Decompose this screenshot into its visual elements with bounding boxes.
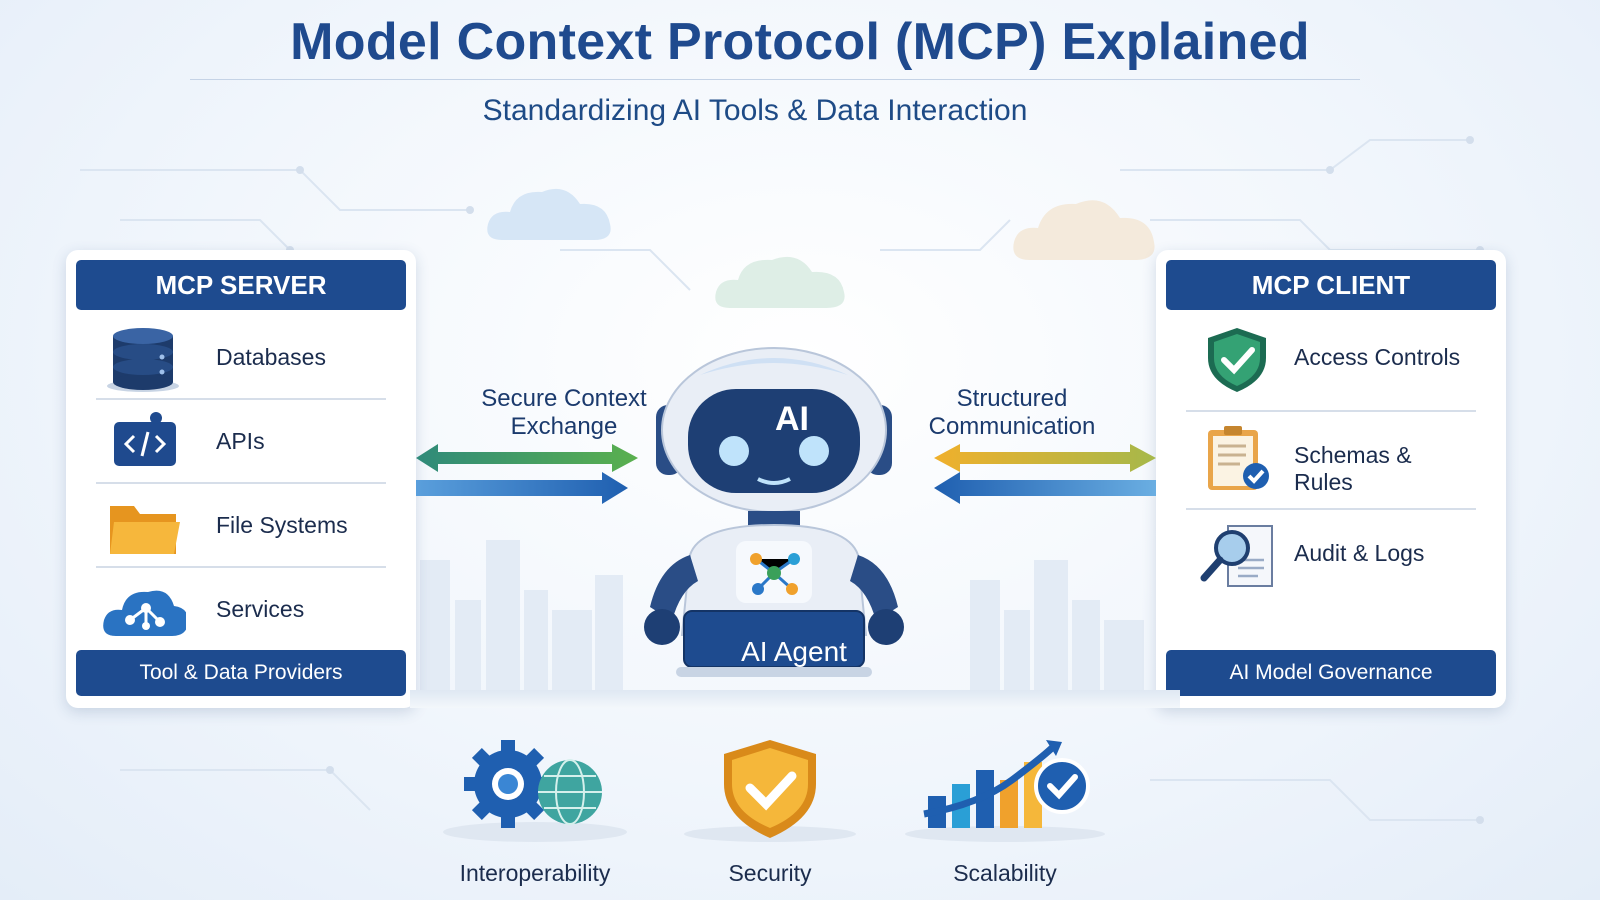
server-item-databases: Databases [96, 316, 386, 400]
robot-icon [644, 347, 904, 677]
cloud-network-icon [103, 590, 186, 636]
arrow-label-text: Secure Context Exchange [481, 385, 647, 440]
right-arrow [416, 472, 628, 504]
left-arrows [416, 444, 638, 504]
right-arrows [934, 444, 1156, 504]
mcp-server-heading: MCP SERVER [76, 260, 406, 310]
platform-base [410, 690, 1180, 708]
feature-label: Scalability [953, 860, 1057, 886]
secure-context-exchange-label: Secure Context Exchange [464, 385, 664, 441]
bidirectional-arrow [416, 444, 638, 472]
mcp-client-heading: MCP CLIENT [1166, 260, 1496, 310]
arrow-label-text: Structured Communication [928, 385, 1096, 440]
ai-agent-label: AI Agent [741, 636, 847, 667]
page-subtitle: Standardizing AI Tools & Data Interactio… [482, 94, 1028, 127]
client-item-access-controls: Access Controls [1186, 316, 1476, 412]
growth-chart-icon [905, 740, 1105, 842]
server-item-label: File Systems [216, 512, 348, 538]
mcp-server-footer: Tool & Data Providers [76, 650, 406, 696]
client-item-label: Access Controls [1294, 344, 1461, 370]
cloud-icon [1013, 200, 1155, 260]
code-icon [114, 412, 176, 466]
feature-security [680, 740, 860, 844]
client-item-label: Schemas & Rules [1294, 442, 1412, 495]
client-item-audit-logs: Audit & Logs [1186, 512, 1476, 608]
clipboard-check-icon [1208, 426, 1269, 490]
client-item-schemas-rules: Schemas & Rules [1186, 414, 1476, 510]
shield-check-icon [684, 740, 856, 842]
feature-label: Security [728, 860, 812, 886]
feature-label: Interoperability [459, 860, 611, 886]
page-title: Model Context Protocol (MCP) Explained [290, 13, 1310, 71]
feature-interoperability [440, 740, 630, 844]
left-arrow [934, 472, 1156, 504]
magnifier-document-icon [1200, 525, 1273, 587]
cloud-icon [487, 188, 611, 240]
robot-face-text: AI [775, 400, 809, 438]
mcp-client-panel: MCP CLIENT Access Controls Schemas & Rul… [1156, 250, 1506, 708]
mcp-server-panel: MCP SERVER Databases APIs File Syst [66, 250, 416, 708]
shield-check-icon [1208, 328, 1266, 392]
database-icon [107, 328, 179, 392]
folder-icon [110, 506, 180, 554]
title-divider [190, 79, 1360, 80]
server-item-label: Databases [216, 344, 326, 370]
gear-globe-icon [443, 740, 627, 842]
server-item-file-systems: File Systems [96, 484, 386, 568]
server-item-label: APIs [216, 428, 265, 454]
cloud-icon [715, 256, 845, 308]
feature-scalability [900, 740, 1110, 844]
bidirectional-arrow [934, 444, 1156, 472]
structured-communication-label: Structured Communication [912, 385, 1112, 441]
client-item-label: Audit & Logs [1294, 540, 1425, 566]
server-item-services: Services [96, 568, 386, 652]
server-item-label: Services [216, 596, 305, 622]
mcp-client-footer: AI Model Governance [1166, 650, 1496, 696]
server-item-apis: APIs [96, 400, 386, 484]
